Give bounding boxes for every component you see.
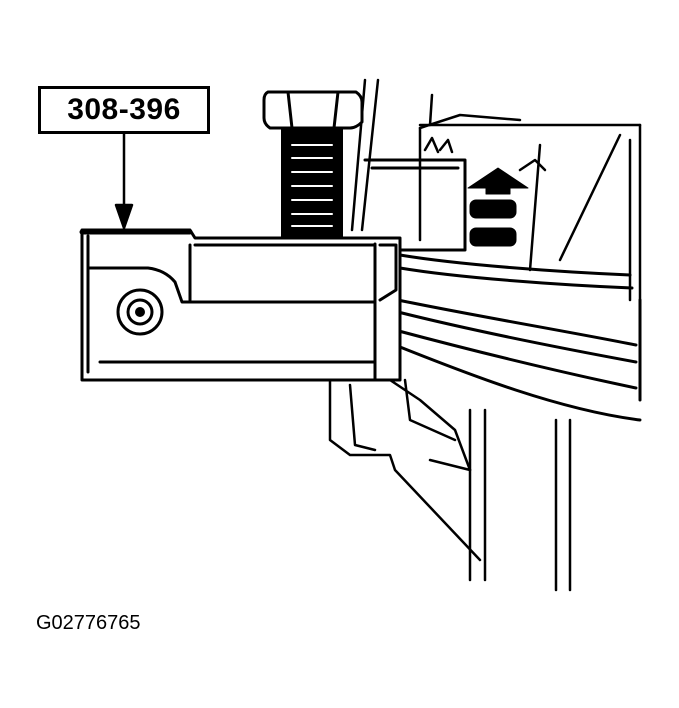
figure-id: G02776765 <box>36 612 141 634</box>
bolt-shank <box>281 127 343 239</box>
lower-structure <box>328 378 572 592</box>
leader-arrow <box>114 132 134 230</box>
hex-nut-icon <box>116 288 164 336</box>
housing-structure <box>350 78 642 312</box>
bolt-bracket <box>363 158 467 252</box>
bolt-head <box>262 90 364 130</box>
up-arrow-icon <box>467 167 529 247</box>
mounting-flange <box>393 253 642 422</box>
tool-body <box>79 228 402 382</box>
tool-number-label: 308-396 <box>38 86 210 134</box>
